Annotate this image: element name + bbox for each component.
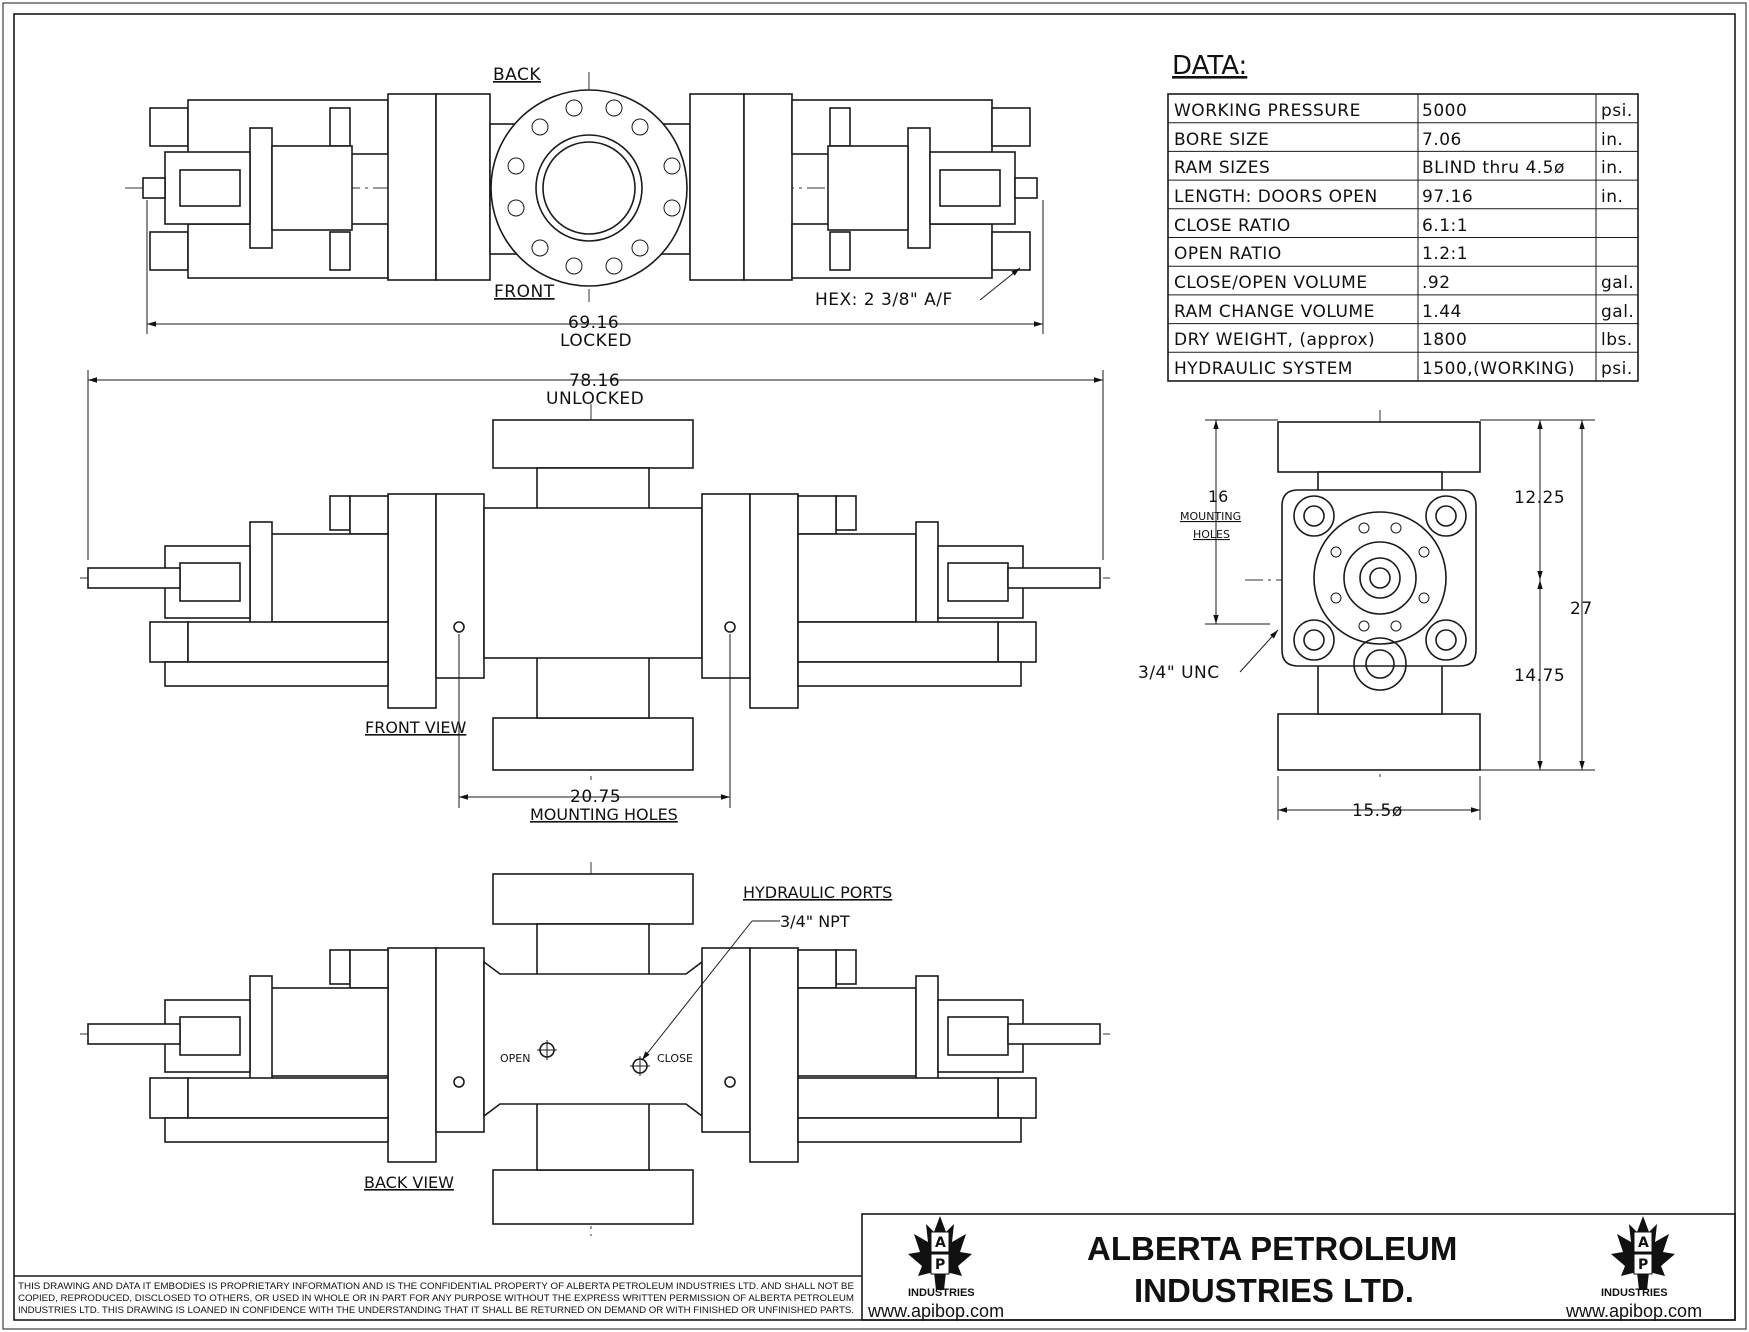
data-label: LENGTH: DOORS OPEN	[1174, 187, 1378, 207]
logo-a-left: A	[935, 1235, 946, 1251]
dim-total: 27	[1570, 599, 1593, 619]
dim-78-value: 78.16	[569, 371, 620, 391]
company-name-line-2: INDUSTRIES LTD.	[1134, 1272, 1414, 1309]
company-logo-right: A P	[1610, 1215, 1676, 1291]
data-value: BLIND thru 4.5ø	[1422, 158, 1565, 178]
data-row: CLOSE/OPEN VOLUME .92 gal.	[1174, 273, 1634, 293]
data-row: CLOSE RATIO 6.1:1	[1174, 216, 1468, 236]
data-value: 1.2:1	[1422, 244, 1468, 264]
back-label: BACK	[493, 65, 541, 85]
data-unit: gal.	[1601, 273, 1634, 293]
ports-size: 3/4" NPT	[780, 912, 850, 931]
data-row: RAM SIZES BLIND thru 4.5ø in.	[1174, 158, 1623, 178]
data-label: BORE SIZE	[1174, 130, 1269, 150]
data-row: BORE SIZE 7.06 in.	[1174, 130, 1623, 150]
data-value: .92	[1422, 273, 1451, 293]
dim-lower: 14.75	[1514, 666, 1565, 686]
data-value: 7.06	[1422, 130, 1462, 150]
data-value: 1.44	[1422, 302, 1462, 322]
data-label: RAM CHANGE VOLUME	[1174, 302, 1375, 322]
data-value: 1500,(WORKING)	[1422, 359, 1575, 379]
back-view-label: BACK VIEW	[364, 1173, 454, 1192]
data-label: CLOSE RATIO	[1174, 216, 1291, 236]
disclaimer-line-3: INDUSTRIES LTD. THIS DRAWING IS LOANED I…	[18, 1305, 854, 1315]
data-unit: in.	[1601, 158, 1623, 178]
logo-p-right: P	[1638, 1257, 1648, 1273]
front-label: FRONT	[494, 282, 555, 302]
disclaimer-line-2: COPIED, REPRODUCED, DISCLOSED TO OTHERS,…	[18, 1293, 854, 1303]
hex-note: HEX: 2 3/8" A/F	[815, 290, 953, 310]
data-row: LENGTH: DOORS OPEN 97.16 in.	[1174, 187, 1623, 207]
data-value: 97.16	[1422, 187, 1473, 207]
dim-upper: 12.25	[1514, 488, 1565, 508]
data-unit: lbs.	[1601, 330, 1633, 350]
data-unit: psi.	[1601, 101, 1633, 121]
data-row: OPEN RATIO 1.2:1	[1174, 244, 1468, 264]
dim-78-label: UNLOCKED	[546, 389, 644, 409]
data-label: RAM SIZES	[1174, 158, 1270, 178]
data-value: 5000	[1422, 101, 1467, 121]
data-row: WORKING PRESSURE 5000 psi.	[1174, 101, 1633, 121]
holes-label-1: MOUNTING	[1180, 510, 1241, 523]
holes-count: 16	[1208, 487, 1228, 506]
ports-title: HYDRAULIC PORTS	[743, 883, 892, 902]
data-row: RAM CHANGE VOLUME 1.44 gal.	[1174, 302, 1634, 322]
logo-text-right: INDUSTRIES	[1601, 1287, 1668, 1299]
logo-a-right: A	[1638, 1235, 1649, 1251]
data-row: HYDRAULIC SYSTEM 1500,(WORKING) psi.	[1174, 359, 1633, 379]
logo-p-left: P	[935, 1257, 945, 1273]
dim-69-label: LOCKED	[560, 331, 632, 351]
website-right: www.apibop.com	[1565, 1301, 1702, 1321]
data-row: DRY WEIGHT, (approx) 1800 lbs.	[1174, 330, 1633, 350]
website-left: www.apibop.com	[867, 1301, 1004, 1321]
data-value: 1800	[1422, 330, 1467, 350]
data-label: WORKING PRESSURE	[1174, 101, 1361, 121]
front-view-label: FRONT VIEW	[365, 718, 467, 737]
dim-width: 15.5ø	[1352, 801, 1403, 821]
dim-69-value: 69.16	[568, 313, 619, 333]
holes-dim-value: 20.75	[570, 787, 621, 807]
front-view	[80, 370, 1110, 808]
data-label: HYDRAULIC SYSTEM	[1174, 359, 1353, 379]
title-block	[14, 1213, 1736, 1321]
company-logo-left: A P	[907, 1215, 973, 1291]
disclaimer-line-1: THIS DRAWING AND DATA IT EMBODIES IS PRO…	[18, 1281, 854, 1291]
data-value: 6.1:1	[1422, 216, 1468, 236]
open-label: OPEN	[500, 1052, 530, 1065]
data-unit: gal.	[1601, 302, 1634, 322]
data-label: DRY WEIGHT, (approx)	[1174, 330, 1375, 350]
unc-note: 3/4" UNC	[1138, 663, 1220, 683]
back-view	[80, 862, 1110, 1236]
holes-dim-label: MOUNTING HOLES	[530, 805, 678, 824]
data-label: CLOSE/OPEN VOLUME	[1174, 273, 1368, 293]
data-unit: in.	[1601, 130, 1623, 150]
close-label: CLOSE	[657, 1052, 693, 1065]
company-name-line-1: ALBERTA PETROLEUM	[1087, 1230, 1457, 1267]
logo-text-left: INDUSTRIES	[908, 1287, 975, 1299]
data-table	[1167, 93, 1639, 382]
data-title: DATA:	[1172, 51, 1247, 81]
data-unit: in.	[1601, 187, 1623, 207]
holes-label-2: HOLES	[1193, 528, 1230, 541]
data-unit: psi.	[1601, 359, 1633, 379]
data-label: OPEN RATIO	[1174, 244, 1282, 264]
side-view	[1205, 410, 1595, 820]
top-view	[125, 72, 1044, 334]
